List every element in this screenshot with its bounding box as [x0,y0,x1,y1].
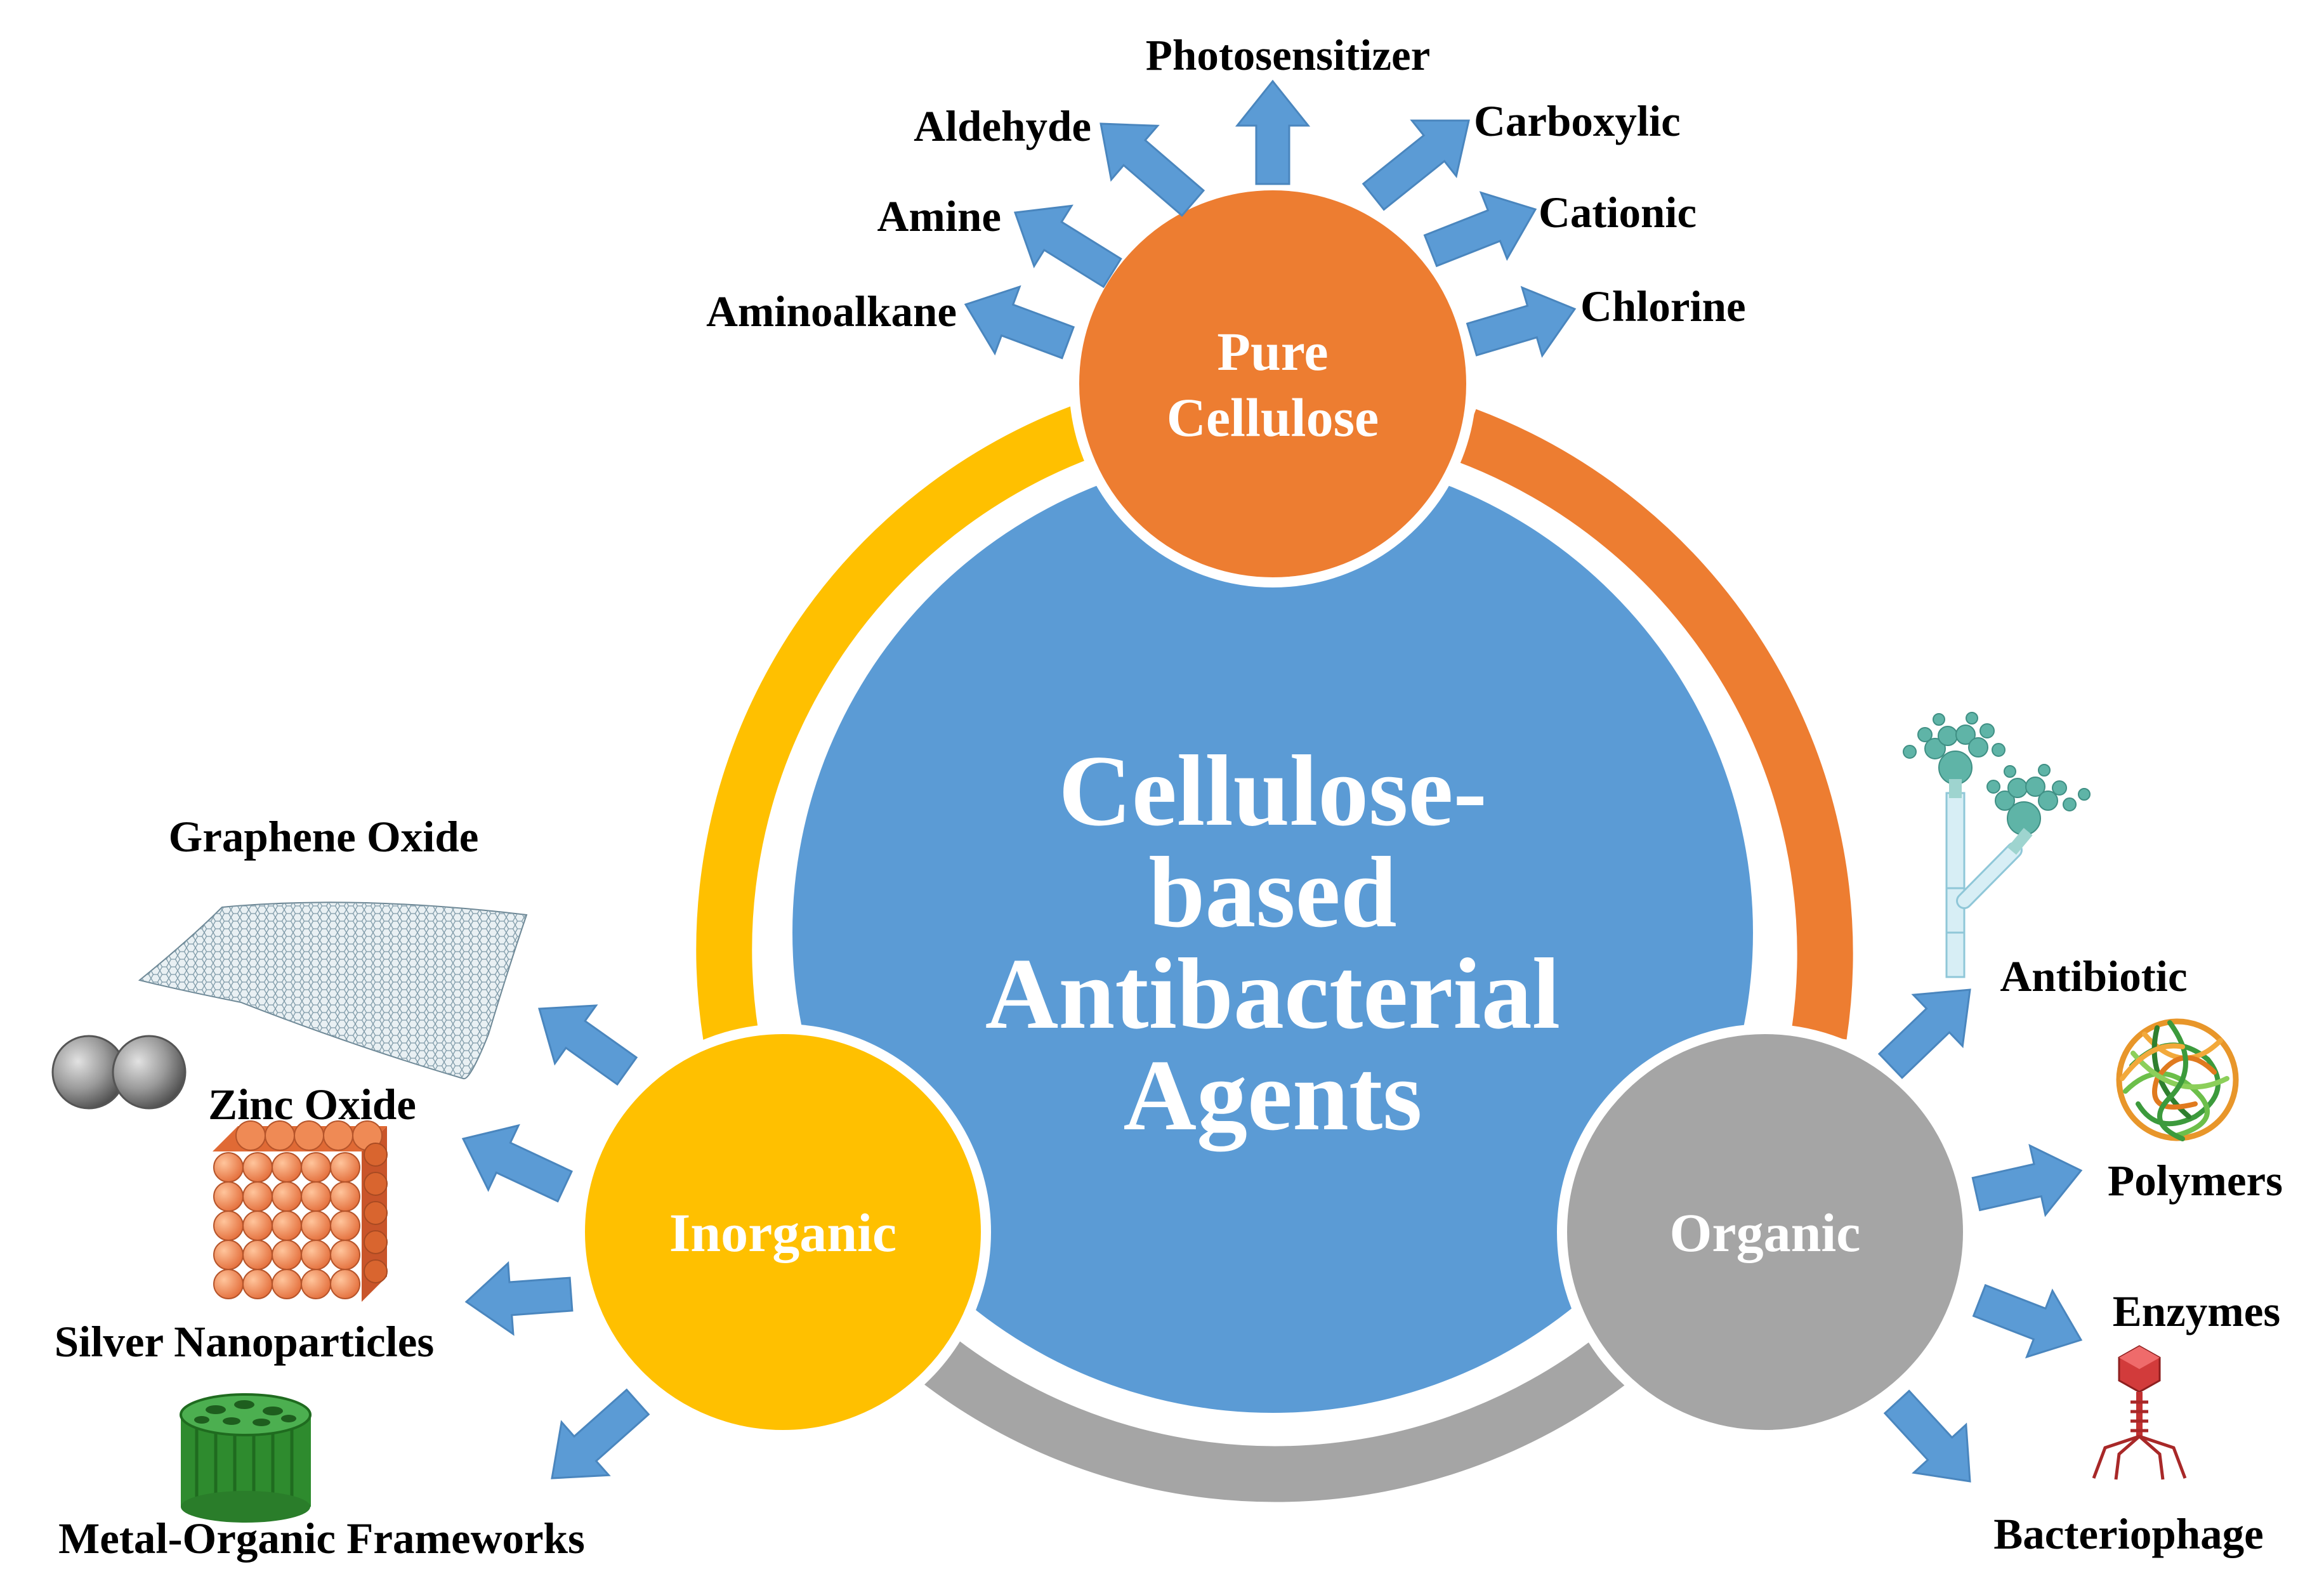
label-chlorine: Chlorine [1580,282,1746,331]
center-label-line-3: Antibacterial [985,937,1560,1050]
label-aldehyde: Aldehyde [914,102,1091,150]
inorganic-label: Inorganic [669,1202,896,1263]
enzymes-arrow [1972,1283,2083,1359]
polymers-arrow [1971,1143,2083,1217]
pure-cellulose-label-line-1: Pure [1217,321,1328,382]
metal-organic-frameworks-arrow [551,1388,650,1479]
bacteriophage-arrow [1883,1389,1971,1483]
chlorine-arrow [1466,285,1577,358]
label-polymers: Polymers [2108,1157,2283,1205]
silver-nanoparticle-cube-icon [213,1120,388,1302]
label-zinc-oxide: Zinc Oxide [208,1080,416,1129]
zinc-oxide-arrow [461,1124,573,1203]
pure-organic-ring-arc [1456,409,1853,1040]
label-antibiotic: Antibiotic [2000,952,2187,1000]
center-node: Cellulose- based Antibacterial Agents [792,452,1753,1413]
center-label-line-1: Cellulose- [1058,734,1487,847]
aminoalkane-arrow [964,285,1075,360]
pure-cellulose-circle [1069,180,1476,587]
organic-circle [1557,1024,1973,1440]
label-carboxylic: Carboxylic [1474,97,1681,145]
pure-inorganic-ring-arc [696,405,1093,1040]
label-silver-nanoparticles: Silver Nanoparticles [55,1318,435,1366]
center-label-line-2: based [1148,836,1396,948]
photosensitizer-arrow [1235,79,1311,185]
organic-node: Organic [1557,1024,1973,1440]
center-label-line-4: Agents [1123,1039,1422,1152]
label-metal-organic-frameworks: Metal-Organic Frameworks [58,1514,585,1563]
organic-label: Organic [1670,1202,1861,1263]
carboxylic-arrow [1362,119,1470,211]
bacteriophage-icon [2092,1345,2187,1480]
antibiotic-arrow [1877,988,1971,1079]
cationic-arrow [1423,191,1537,268]
label-enzymes: Enzymes [2113,1287,2280,1335]
label-aminoalkane: Aminoalkane [706,287,957,336]
label-photosensitizer: Photosensitizer [1146,31,1430,79]
graphene-sheet-icon [138,902,528,1080]
pure-cellulose-label-line-2: Cellulose [1167,387,1379,448]
amine-arrow [1013,204,1122,289]
pure-cellulose-node: Pure Cellulose [1069,180,1476,587]
center-circle [792,452,1753,1413]
polymer-ball-icon [2116,1018,2239,1141]
label-graphene-oxide: Graphene Oxide [169,813,479,861]
branch-arrows [461,79,2083,1483]
zinc-oxide-spheres-icon [51,1035,187,1110]
inorganic-organic-ring-arc [884,1310,1665,1502]
label-bacteriophage: Bacteriophage [1993,1510,2263,1558]
fungus-icon [1903,712,2091,978]
aldehyde-arrow [1100,122,1205,217]
silver-nanoparticles-arrow [464,1261,574,1336]
label-amine: Amine [877,192,1001,240]
mof-cylinder-icon [180,1393,312,1523]
label-cationic: Cationic [1539,188,1697,237]
inorganic-node: Inorganic [575,1024,991,1440]
graphene-oxide-arrow [538,1004,638,1086]
inorganic-circle [575,1024,991,1440]
